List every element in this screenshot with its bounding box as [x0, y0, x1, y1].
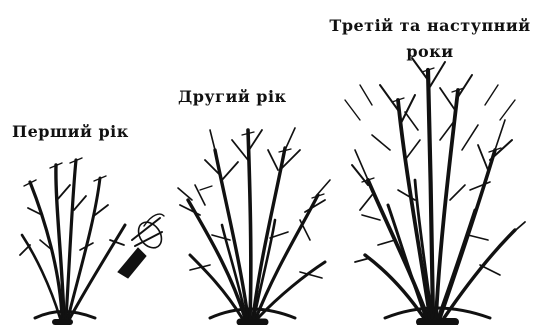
label-third-year-line1: Третій та наступний: [325, 13, 535, 39]
label-first-year: Перший рік: [12, 122, 129, 141]
bush-first-year: [20, 158, 125, 322]
bush-second-year: [178, 128, 330, 322]
label-third-year-line2: роки: [325, 39, 535, 65]
label-second-year: Другий рік: [178, 87, 287, 106]
bush-third-year: [345, 58, 525, 322]
label-third-year: Третій та наступний роки: [325, 13, 535, 65]
